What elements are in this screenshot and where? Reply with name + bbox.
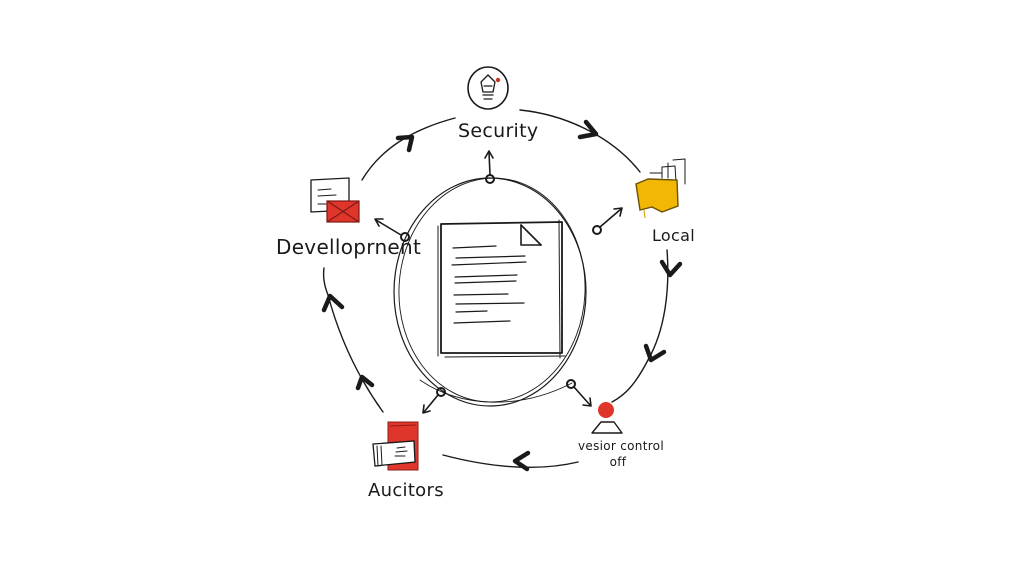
folder-icon bbox=[635, 158, 686, 219]
arrow-up-auditors-icon bbox=[355, 374, 375, 391]
node-label-auditors: Aucitors bbox=[368, 480, 444, 501]
outer-cycle-arcs bbox=[322, 109, 669, 469]
connectors bbox=[374, 150, 623, 414]
arrow-to-local-icon bbox=[577, 119, 599, 140]
flow-arrowheads bbox=[321, 119, 683, 472]
node-label-security: Security bbox=[458, 120, 539, 142]
node-label-version-line2: off bbox=[609, 455, 627, 469]
user-pin-icon bbox=[591, 402, 623, 434]
arrow-to-version-icon bbox=[643, 343, 667, 363]
node-label-local: Local bbox=[652, 226, 695, 245]
arrow-up-development-icon bbox=[321, 293, 345, 313]
arrow-down-local-icon bbox=[659, 259, 683, 278]
node-label-development: Develloprnent bbox=[276, 235, 422, 259]
node-label-version-control: vesior control off bbox=[578, 438, 664, 470]
report-stack-icon bbox=[372, 421, 419, 471]
node-label-version-line1: vesior control bbox=[578, 439, 664, 453]
arrow-to-security-icon bbox=[395, 134, 415, 153]
inner-circle bbox=[393, 177, 587, 407]
lightbulb-badge-icon bbox=[467, 66, 509, 110]
arrow-to-auditors-icon bbox=[512, 450, 531, 472]
document-icon bbox=[437, 219, 566, 359]
mail-document-icon bbox=[310, 177, 360, 223]
